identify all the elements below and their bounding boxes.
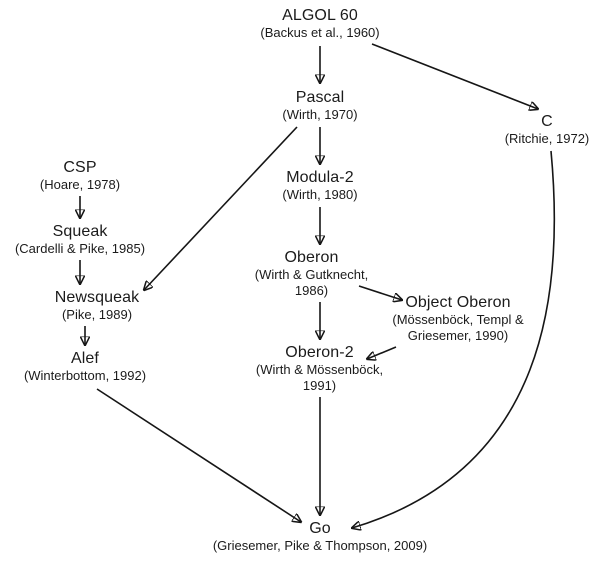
node-newsqueak: Newsqueak (Pike, 1989) (27, 288, 167, 323)
node-c: C (Ritchie, 1972) (487, 112, 600, 147)
node-citation: (Wirth, 1980) (282, 187, 358, 202)
node-citation: (Griesemer, Pike & Thompson, 2009) (212, 538, 428, 553)
node-citation: (Winterbottom, 1992) (23, 368, 147, 383)
node-go: Go (Griesemer, Pike & Thompson, 2009) (200, 519, 440, 554)
node-title: Go (309, 520, 331, 537)
node-oberon: Oberon (Wirth & Gutknecht, 1986) (244, 248, 379, 299)
node-citation: (Wirth & Gutknecht, 1986) (254, 267, 369, 298)
node-squeak: Squeak (Cardelli & Pike, 1985) (0, 222, 160, 257)
edge-alef-go (96, 388, 301, 522)
node-pascal: Pascal (Wirth, 1970) (260, 88, 380, 123)
node-title: CSP (63, 159, 97, 176)
node-title: Modula-2 (286, 169, 354, 186)
node-citation: (Pike, 1989) (61, 307, 133, 322)
node-citation: (Mössenböck, Templ & Griesemer, 1990) (392, 312, 524, 343)
node-modula2: Modula-2 (Wirth, 1980) (260, 168, 380, 203)
node-title: Alef (71, 350, 99, 367)
node-citation: (Ritchie, 1972) (504, 131, 590, 146)
node-title: ALGOL 60 (282, 7, 358, 24)
node-citation: (Cardelli & Pike, 1985) (14, 241, 146, 256)
node-title: Oberon-2 (285, 344, 354, 361)
node-algol60: ALGOL 60 (Backus et al., 1960) (240, 6, 400, 41)
node-title: Squeak (52, 223, 108, 240)
node-citation: (Wirth, 1970) (282, 107, 358, 122)
node-title: Oberon (284, 249, 339, 266)
edge-algol60-c (371, 43, 538, 109)
node-citation: (Backus et al., 1960) (260, 25, 380, 40)
node-objectoberon: Object Oberon (Mössenböck, Templ & Gries… (388, 293, 528, 344)
node-citation: (Wirth & Mössenböck, 1991) (255, 362, 384, 393)
node-oberon2: Oberon-2 (Wirth & Mössenböck, 1991) (247, 343, 392, 394)
node-title: Object Oberon (405, 294, 511, 311)
node-csp: CSP (Hoare, 1978) (20, 158, 140, 193)
node-title: C (541, 113, 553, 130)
node-title: Newsqueak (54, 289, 140, 306)
node-citation: (Hoare, 1978) (39, 177, 121, 192)
node-alef: Alef (Winterbottom, 1992) (5, 349, 165, 384)
node-title: Pascal (295, 89, 345, 106)
